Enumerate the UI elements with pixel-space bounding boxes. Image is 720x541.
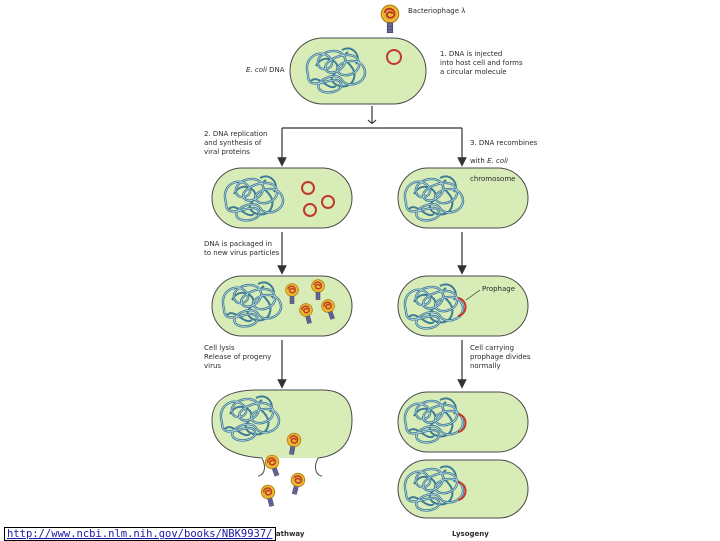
label-prophage: Prophage [482, 285, 516, 293]
label-with: with [470, 157, 488, 165]
cell-initial [289, 37, 427, 105]
label-step1: 1. DNA is injected into host cell and fo… [440, 50, 523, 76]
cell-lytic-packaging [211, 275, 353, 337]
label-step4-lytic: Cell lysis Release of progeny virus [204, 344, 272, 370]
label-phage: Bacteriophage λ [408, 7, 466, 15]
cell-lytic-replication [211, 167, 353, 229]
label-ecoli-dna-italic: E. coli [246, 66, 267, 74]
label-step2-lytic: 2. DNA replication and synthesis of vira… [204, 130, 268, 156]
source-link[interactable]: http://www.ncbi.nlm.nih.gov/books/NBK993… [4, 527, 276, 541]
label-ecoli-dna-rest: DNA [266, 66, 285, 74]
label-step2-lysogeny-line3: chromosome [470, 175, 516, 183]
caption-lytic: Lytic pathway [250, 530, 305, 538]
cell-lysogeny-daughter-2 [397, 459, 529, 519]
label-step2-lysogeny-line2: with E. coli [470, 157, 537, 166]
label-step4-lysogeny: Cell carrying prophage divides normally [470, 344, 531, 370]
cell-lysogeny-daughter-1 [397, 391, 529, 453]
cell-lysogeny-prophage [397, 275, 529, 337]
label-ecoli-dna: E. coli DNA [246, 66, 285, 75]
phage-top [380, 4, 400, 34]
caption-lysogeny: Lysogeny [452, 530, 489, 538]
cell-lytic-lysis [211, 389, 353, 509]
cell-lysogeny-recombined [397, 167, 529, 229]
branch-connector [277, 106, 467, 167]
label-step2-lysogeny: 3. DNA recombines with E. coli chromosom… [470, 130, 537, 193]
label-ecoli-italic: E. coli [487, 157, 508, 165]
label-step3-lytic: DNA is packaged in to new virus particle… [204, 240, 280, 257]
label-step2-lysogeny-line1: 3. DNA recombines [470, 139, 538, 147]
